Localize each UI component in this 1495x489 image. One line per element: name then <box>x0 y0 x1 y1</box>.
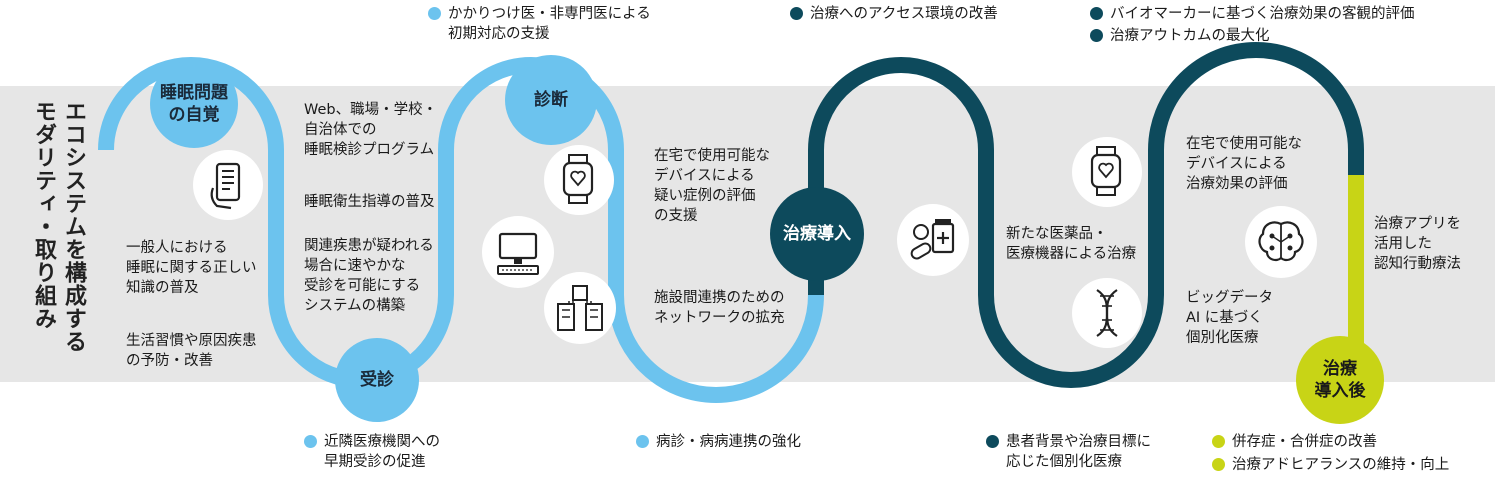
text-home-device-eval: 在宅で使用可能な デバイスによる 疑い症例の評価 の支援 <box>654 148 770 224</box>
smartwatch-icon <box>544 145 614 215</box>
text-general-knowledge: 一般人における 睡眠に関する正しい 知識の普及 <box>126 240 257 296</box>
legend-dot-dark <box>986 435 999 448</box>
legend-dot-light <box>304 435 317 448</box>
node-consultation: 受診 <box>335 338 419 422</box>
text-bigdata: ビッグデータ AI に基づく 個別化医療 <box>1186 290 1273 346</box>
path-dark-segment <box>808 42 1364 388</box>
hospital-buildings-icon <box>544 272 616 344</box>
bullet-adherence: 治療アドヒアランスの維持・向上 <box>1212 455 1449 475</box>
dna-icon <box>1072 278 1142 348</box>
legend-dot-dark <box>1090 7 1103 20</box>
text-network: 施設間連携のための ネットワークの拡充 <box>654 290 785 326</box>
bullet-outcome-maximization: 治療アウトカムの最大化 <box>1090 26 1270 46</box>
bullet-clinic-hospital-link: 病診・病病連携の強化 <box>636 432 801 452</box>
path-light-segment <box>98 57 824 403</box>
text-app-cbt: 治療アプリを 活用した 認知行動療法 <box>1374 216 1461 272</box>
text-lifestyle: 生活習慣や原因疾患 の予防・改善 <box>126 333 257 369</box>
node-diagnosis: 診断 <box>505 55 597 145</box>
text-home-device-effect: 在宅で使用可能な デバイスによる 治療効果の評価 <box>1186 136 1302 192</box>
node-sleep-awareness: 睡眠問題 の自覚 <box>150 60 238 148</box>
medicine-pills-icon <box>897 204 969 276</box>
legend-dot-lime <box>1212 435 1225 448</box>
bullet-biomarker-evaluation: バイオマーカーに基づく治療効果の客観的評価 <box>1090 4 1415 24</box>
bullet-personalized-care: 患者背景や治療目標に 応じた個別化医療 <box>986 432 1151 472</box>
bullet-primary-care-support: かかりつけ医・非専門医による 初期対応の支援 <box>428 4 651 44</box>
text-web-program: Web、職場・学校・ 自治体での 睡眠検診プログラム <box>304 102 438 158</box>
legend-dot-light <box>636 435 649 448</box>
node-post-treatment: 治療 導入後 <box>1296 336 1384 424</box>
text-new-drugs: 新たな医薬品・ 医療機器による治療 <box>1006 226 1137 262</box>
ecosystem-title: エコシステムを構成する モダリティ・取り組み <box>31 100 86 353</box>
text-hygiene: 睡眠衛生指導の普及 <box>304 194 435 210</box>
smartphone-hand-icon <box>193 150 263 220</box>
bullet-early-consult: 近隣医療機関への 早期受診の促進 <box>304 432 440 472</box>
text-rapid-consult: 関連疾患が疑われる 場合に速やかな 受診を可能にする システムの構築 <box>304 238 434 314</box>
bullet-comorbidity-improvement: 併存症・合併症の改善 <box>1212 432 1377 452</box>
smartwatch-icon-2 <box>1072 137 1142 207</box>
computer-icon <box>482 216 554 288</box>
node-treatment-start: 治療導入 <box>770 187 864 281</box>
ai-brain-icon <box>1245 206 1317 278</box>
legend-dot-dark <box>1090 29 1103 42</box>
bullet-access-improvement: 治療へのアクセス環境の改善 <box>790 4 998 24</box>
legend-dot-lime <box>1212 458 1225 471</box>
legend-dot-light <box>428 7 441 20</box>
legend-dot-dark <box>790 7 803 20</box>
